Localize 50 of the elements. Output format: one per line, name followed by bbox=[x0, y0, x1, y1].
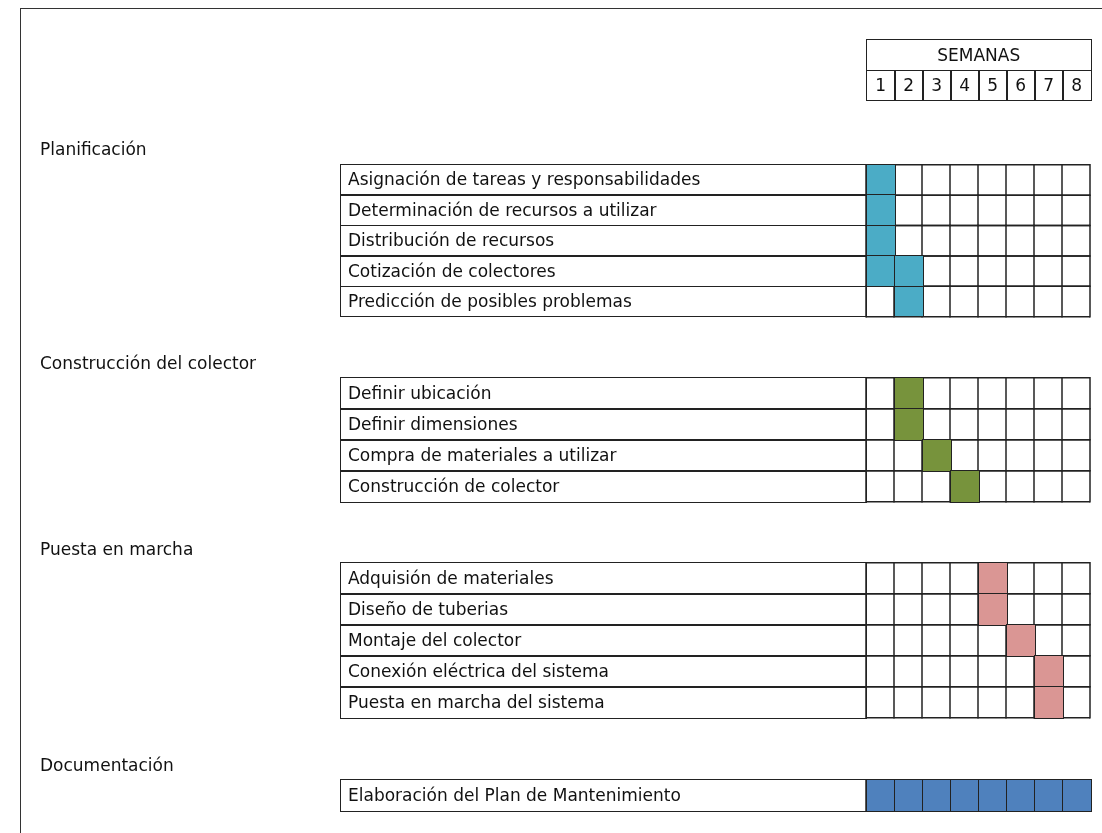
gantt-bar bbox=[922, 439, 952, 472]
gantt-bar bbox=[894, 408, 924, 441]
task-cell: Conexión eléctrica del sistema bbox=[340, 655, 867, 688]
task-cell: Distribución de recursos bbox=[340, 224, 867, 257]
task-cell: Puesta en marcha del sistema bbox=[340, 686, 867, 719]
gantt-bar bbox=[894, 779, 924, 812]
week-number: 4 bbox=[950, 69, 980, 101]
week-number: 5 bbox=[978, 69, 1008, 101]
gantt-bar bbox=[866, 224, 896, 257]
gantt-bar bbox=[1006, 624, 1036, 657]
task-cell: Asignación de tareas y responsabilidades bbox=[340, 164, 867, 196]
task-cell: Compra de materiales a utilizar bbox=[340, 439, 867, 472]
task-cell: Predicción de posibles problemas bbox=[340, 285, 867, 318]
gantt-bar bbox=[1034, 779, 1064, 812]
section-heading: Planificación bbox=[40, 139, 147, 159]
week-number: 3 bbox=[922, 69, 952, 101]
week-number: 7 bbox=[1034, 69, 1064, 101]
gantt-bar bbox=[1034, 686, 1064, 719]
gantt-bar bbox=[978, 593, 1008, 626]
section-heading: Documentación bbox=[40, 755, 174, 775]
section-heading: Construcción del colector bbox=[40, 353, 257, 373]
task-cell: Definir ubicación bbox=[340, 377, 867, 410]
gantt-bar bbox=[866, 164, 896, 196]
section-heading: Puesta en marcha bbox=[40, 539, 194, 559]
gantt-bar bbox=[978, 562, 1008, 595]
gantt-bar bbox=[950, 779, 980, 812]
gantt-bar bbox=[922, 779, 952, 812]
column-header: SEMANAS bbox=[866, 39, 1092, 71]
week-number: 1 bbox=[866, 69, 896, 101]
gantt-bar bbox=[950, 470, 980, 503]
gantt-bar bbox=[978, 779, 1008, 812]
task-cell: Cotización de colectores bbox=[340, 255, 867, 288]
gantt-bar bbox=[894, 255, 924, 288]
task-cell: Construcción de colector bbox=[340, 470, 867, 503]
gantt-bar bbox=[1034, 655, 1064, 688]
task-cell: Diseño de tuberias bbox=[340, 593, 867, 626]
gantt-bar bbox=[894, 285, 924, 318]
task-cell: Adquisión de materiales bbox=[340, 562, 867, 595]
task-cell: Montaje del colector bbox=[340, 624, 867, 657]
task-cell: Definir dimensiones bbox=[340, 408, 867, 441]
task-cell: Elaboración del Plan de Mantenimiento bbox=[340, 779, 867, 812]
gantt-bar bbox=[1006, 779, 1036, 812]
gantt-bar bbox=[866, 779, 896, 812]
week-number: 6 bbox=[1006, 69, 1036, 101]
gantt-bar bbox=[866, 194, 896, 227]
week-number: 8 bbox=[1062, 69, 1092, 101]
gantt-bar bbox=[894, 377, 924, 410]
gantt-bar bbox=[1062, 779, 1092, 812]
gantt-bar bbox=[866, 255, 896, 288]
week-number: 2 bbox=[894, 69, 924, 101]
